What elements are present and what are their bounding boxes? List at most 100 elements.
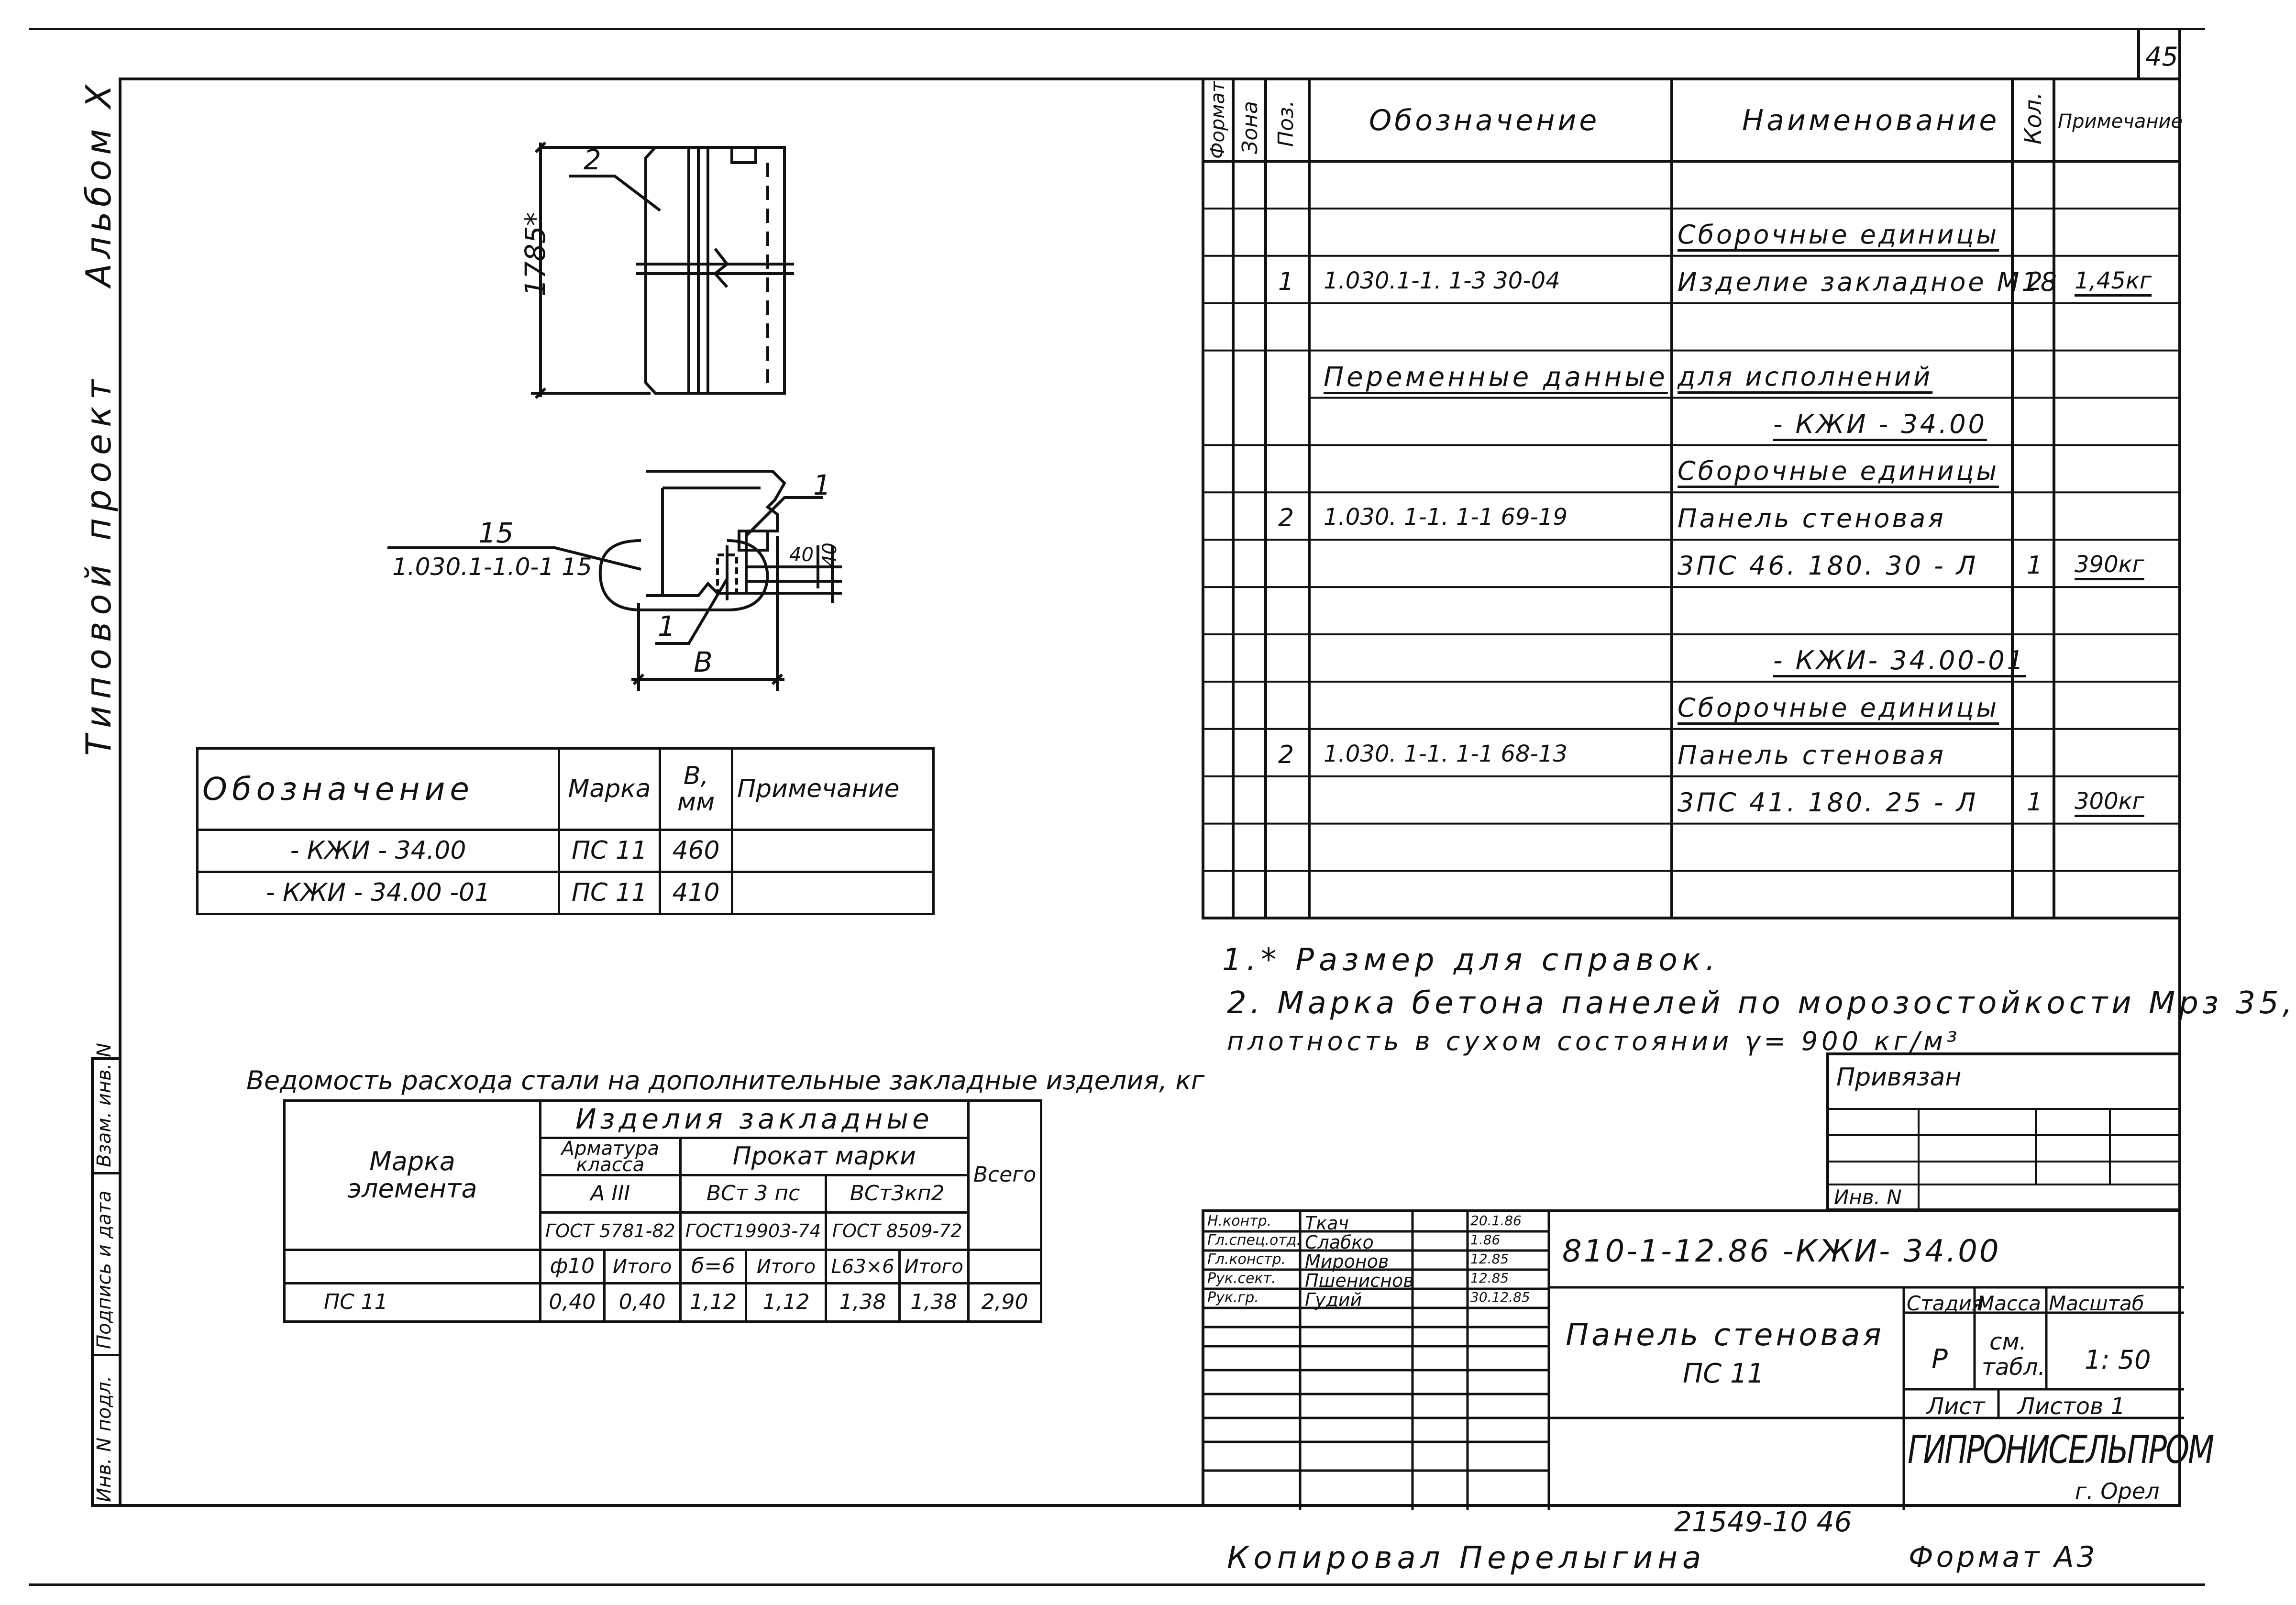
side-stamp-div2: [91, 1354, 121, 1356]
dim-b-label: В: [694, 646, 713, 678]
stage-value: Р: [1932, 1344, 1948, 1375]
side-stamp: [91, 1057, 121, 1507]
st-r-c4: 1,12: [745, 1282, 828, 1323]
st-h-gost2: ГОСТ19903-74: [679, 1211, 828, 1251]
spec-note: 1,45кг: [2075, 267, 2152, 294]
spec-h-des: Обозначение: [1369, 104, 1600, 137]
dim-40-b: 40: [819, 542, 841, 567]
spec-name: - КЖИ - 34.00: [1773, 409, 1987, 439]
h-stage: Стадия: [1907, 1292, 1984, 1315]
st-r-total: 2,90: [967, 1282, 1043, 1323]
callout-15-ref: 1.030.1-1.0-1 15: [392, 553, 592, 581]
spec-qty: 1: [2027, 551, 2043, 580]
callout-2: 2: [584, 144, 601, 176]
spec-name: Сборочные единицы: [1678, 219, 1999, 250]
note-1: 1.* Размер для справок.: [1222, 942, 1720, 978]
bb-row4: [1829, 1184, 2178, 1185]
org-city: г. Орел: [2075, 1478, 2160, 1504]
st-r-mark: ПС 11: [283, 1282, 541, 1323]
doc-name-2: ПС 11: [1683, 1358, 1765, 1389]
spec-h-pos: Поз.: [1274, 100, 1298, 147]
spec-designation: 1.030. 1-1. 1-1 68-13: [1324, 740, 1567, 767]
spec-note: 300кг: [2075, 787, 2144, 815]
spec-name: 3ПС 41. 180. 25 - Л: [1678, 787, 1978, 818]
sheets-label: Листов 1: [2018, 1393, 2126, 1420]
spec-h-name: Наименование: [1742, 104, 2000, 137]
vt-r1-b: 460: [659, 829, 733, 873]
main-frame: [119, 77, 2181, 1507]
tb-date: 30.12.85: [1470, 1289, 1530, 1305]
sheet-number: 45: [2145, 42, 2178, 72]
bb-col2: [2035, 1108, 2037, 1184]
inv-number: 21549-10 46: [1674, 1505, 1852, 1538]
tb-date: 12.85: [1470, 1270, 1509, 1286]
spec-designation: 1.030.1-1. 1-3 30-04: [1324, 267, 1560, 294]
st-h-total: Всего: [967, 1099, 1043, 1251]
spec-designation: 1.030. 1-1. 1-1 69-19: [1324, 504, 1567, 531]
spec-h-zone: Зона: [1238, 101, 1262, 154]
spec-name: Панель стеновая: [1678, 503, 1946, 534]
bb-col1: [1918, 1108, 1920, 1211]
privyazan-label: Привязан: [1836, 1063, 1962, 1092]
vt-r1-note: [731, 829, 935, 873]
panel-elevation-drawing: [387, 141, 842, 691]
top-rule: [29, 28, 2205, 30]
paper-format: Формат А3: [1909, 1540, 2098, 1574]
st-h-items: Изделия закладные: [539, 1099, 970, 1139]
vt-r2-b: 410: [659, 871, 733, 915]
st-h-total-cont: [967, 1249, 1043, 1284]
st-h-b6: б=6: [679, 1249, 748, 1284]
note-2: 2. Марка бетона панелей по морозостойкос…: [1227, 985, 2296, 1021]
tb-role: Рук.сект.: [1207, 1270, 1276, 1287]
st-h-a3: А III: [539, 1174, 682, 1214]
st-r-c5: 1,38: [825, 1282, 901, 1323]
st-h-gost1: ГОСТ 5781-82: [539, 1211, 682, 1251]
doc-name-1: Панель стеновая: [1566, 1317, 1884, 1353]
steel-table: Марка элемента Изделия закладные Всего А…: [283, 1099, 1043, 1323]
spec-pos: 2: [1278, 740, 1294, 769]
callout-1-lower: 1: [658, 610, 675, 642]
table-row: ПС 11 0,40 0,40 1,12 1,12 1,38 1,38 2,90: [283, 1282, 1043, 1323]
st-h-gost3: ГОСТ 8509-72: [825, 1211, 970, 1251]
tb-person: Пшениснов: [1305, 1270, 1414, 1291]
st-h-l63: L63×6: [825, 1249, 901, 1284]
vt-h-note: Примечание: [731, 747, 935, 831]
vt-r1-mark: ПС 11: [558, 829, 661, 873]
st-r-c6: 1,38: [898, 1282, 970, 1323]
spec-name: для исполнений: [1678, 361, 1933, 392]
copied-by: Копировал Перелыгина: [1227, 1540, 1706, 1576]
side-stamp-div1: [91, 1172, 121, 1174]
vt-h-mark: Марка: [558, 747, 661, 831]
scale-value: 1: 50: [2085, 1345, 2151, 1375]
spec-name: 3ПС 46. 180. 30 - Л: [1678, 551, 1978, 581]
vt-h-b: В, мм: [659, 747, 733, 831]
st-r-c3: 1,12: [679, 1282, 748, 1323]
note-3: плотность в сухом состоянии γ= 900 кг/м³: [1227, 1026, 1961, 1056]
tb-date: 1.86: [1470, 1232, 1501, 1248]
spec-table: Формат Зона Поз. Обозначение Наименовани…: [1202, 77, 2183, 919]
tb-role: Гл.констр.: [1207, 1251, 1286, 1268]
spec-name: Изделие закладное М18: [1678, 266, 2060, 297]
tb-person: Гудий: [1305, 1289, 1362, 1310]
st-r-c1: 0,40: [539, 1282, 606, 1323]
spec-name: Сборочные единицы: [1678, 692, 1999, 723]
tb-role: Н.контр.: [1207, 1213, 1272, 1229]
spec-note: 390кг: [2075, 551, 2144, 578]
variants-table: Обозначение Марка В, мм Примечание - КЖИ…: [196, 747, 935, 915]
dim-height-label: 1785*: [519, 212, 552, 297]
tb-role: Гл.спец.отд.: [1207, 1232, 1302, 1249]
table-row: - КЖИ - 34.00 -01 ПС 11 410: [196, 871, 935, 915]
st-r-c2: 0,40: [603, 1282, 682, 1323]
tb-date: 20.1.86: [1470, 1213, 1522, 1229]
spec-qty: 1: [2027, 787, 2043, 817]
vt-r1-des: - КЖИ - 34.00: [196, 829, 560, 873]
st-h-vst3ps: ВСт 3 пс: [679, 1174, 828, 1214]
st-h-itogo1: Итого: [603, 1249, 682, 1284]
tb-date: 12.85: [1470, 1251, 1509, 1267]
org-name: ГИПРОНИСЕЛЬПРОМ: [1908, 1428, 2214, 1472]
spec-designation: Переменные данные: [1324, 361, 1668, 393]
sheet-number-box: [2137, 28, 2181, 80]
doc-code: 810-1-12.86 -КЖИ- 34.00: [1562, 1234, 2001, 1269]
st-h-vst3kp2: ВСт3кп2: [825, 1174, 970, 1214]
